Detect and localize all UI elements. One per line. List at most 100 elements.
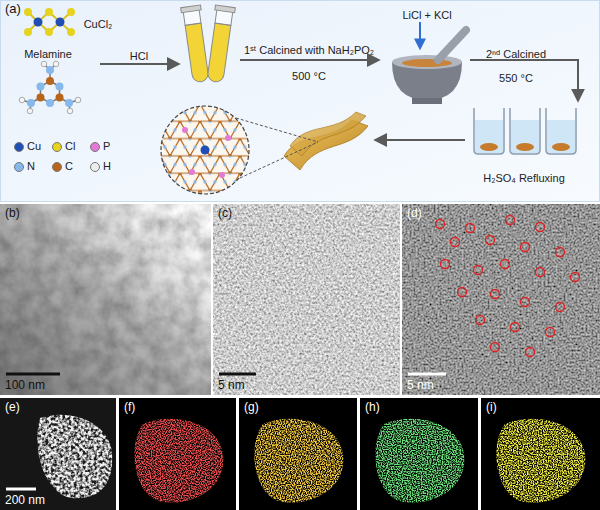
tem-image-part: [0, 204, 211, 395]
beakers-part: [547, 120, 575, 153]
label-slot: LiCl + KCl: [402, 5, 451, 23]
cucl2-molecule-part: [24, 8, 32, 16]
melamine-molecule-part-part: [53, 61, 59, 67]
melamine-molecule-part-part: [67, 108, 73, 114]
legend-entry: H: [90, 160, 111, 173]
legend-swatch: [14, 162, 24, 172]
test-tubes-part-part: [215, 5, 236, 13]
beakers-part: [474, 108, 504, 154]
legend-swatch: [14, 142, 24, 152]
process-arrows-part: [240, 59, 378, 61]
haadf-image-part-part: [466, 224, 475, 233]
legend-swatch: [90, 142, 100, 152]
map-panel: (f): [119, 398, 236, 510]
cucl2-molecule-part: [24, 28, 32, 36]
legend-swatch: [52, 142, 62, 152]
image-panel: (e)200 nm: [0, 398, 116, 510]
melamine-molecule-part-part: [19, 97, 25, 103]
haadf-image-part: [436, 216, 580, 357]
haadf-image-part-part: [546, 328, 555, 337]
temperature-label: 550 °C: [499, 72, 533, 84]
haadf-image-part-part: [536, 268, 545, 277]
haadf-image-part-part: [511, 323, 520, 332]
haadf-image: [402, 204, 600, 395]
hrtem-image: [213, 204, 400, 395]
legend-entry: Cu: [14, 140, 41, 153]
beakers-part: [546, 108, 576, 154]
cucl2-molecule-part: [45, 28, 53, 36]
map-panel: (i): [481, 398, 600, 510]
label-slot: 1ˢᵗ Calcined with NaH₂PO₂: [244, 40, 374, 58]
element-maps-part: [134, 419, 223, 503]
haadf-image-part-part: [526, 348, 535, 357]
nanosheets: [284, 112, 368, 170]
cucl2-molecule: [24, 8, 75, 36]
element-maps-part: [119, 398, 236, 510]
legend-entry: C: [52, 160, 73, 173]
legend-swatch: [52, 162, 62, 172]
haadf-image-part-part: [451, 238, 460, 247]
test-tubes-part: [205, 5, 235, 83]
image-panel: (d) 5 nm: [402, 204, 600, 395]
melamine-molecule-part: [46, 66, 54, 74]
tem-image-part: [6, 373, 60, 376]
haadf-image-part-part: [506, 216, 515, 225]
process-arrows-part: [376, 139, 465, 141]
cucl2-molecule-part: [45, 8, 53, 16]
haadf-image-part-part: [474, 266, 483, 275]
mortar-part: [402, 59, 452, 67]
scheme-panel: [1, 1, 600, 202]
melamine-molecule-part-part: [75, 97, 81, 103]
cucl2-molecule-part: [67, 28, 75, 36]
scheme-panel-part: [1, 1, 600, 202]
mortar: [392, 30, 466, 104]
haadf-image-part-part: [521, 243, 530, 252]
haadf-image-part-part: [521, 298, 530, 307]
element-maps-part: [496, 419, 585, 503]
legend-text: P: [103, 140, 110, 153]
label-slot: 2ⁿᵈ Calcined: [486, 44, 546, 62]
image-panel: (c)5 nm: [213, 204, 400, 395]
scale-label: 100 nm: [5, 378, 45, 392]
zoom-inset-part-part: [219, 172, 225, 178]
step-label: H₂SO₄ Refluxing: [483, 172, 565, 184]
melamine-molecule-part: [46, 77, 54, 85]
legend-entry: Cl: [52, 140, 75, 153]
haadf-image-part-part: [536, 223, 545, 232]
zoom-inset-part-part: [225, 135, 231, 141]
panel-letter: (c): [218, 206, 232, 220]
test-tubes-part: [181, 5, 211, 83]
reagent-label: LiCl + KCl: [402, 9, 451, 21]
element-maps-part: [254, 419, 343, 503]
scale-label: 5 nm: [407, 378, 434, 392]
haadf-image-part: [408, 373, 446, 376]
temperature-label: 500 °C: [292, 70, 326, 82]
stem-image-part: [6, 488, 36, 491]
test-tubes: [181, 5, 236, 83]
element-maps-part: [375, 419, 464, 503]
panel-letter: (h): [365, 400, 380, 414]
haadf-image-part-part: [501, 260, 510, 269]
legend-swatch: [90, 162, 100, 172]
melamine-molecule-part: [19, 61, 81, 114]
test-tubes-part-part: [181, 5, 202, 13]
map-panel: (g): [239, 398, 357, 510]
zoom-inset-part: [182, 127, 231, 178]
scale-label: 200 nm: [5, 493, 45, 507]
element-maps-part: [360, 398, 478, 510]
melamine-molecule-part: [27, 99, 35, 107]
zoom-inset-part: [161, 106, 249, 194]
beakers-part: [552, 143, 570, 151]
label-slot: CuCl₂: [84, 14, 113, 32]
zoom-inset-part-part: [182, 127, 188, 133]
legend-text: N: [27, 160, 35, 173]
label-slot: Melamine: [24, 44, 72, 62]
legend-text: Cl: [65, 140, 75, 153]
process-arrows-part: [470, 60, 578, 100]
zoom-inset: [161, 106, 318, 194]
element-maps: [119, 398, 600, 510]
panel-letter: (d): [407, 206, 422, 220]
haadf-image-part-part: [436, 220, 445, 229]
legend-text: Cu: [27, 140, 41, 153]
